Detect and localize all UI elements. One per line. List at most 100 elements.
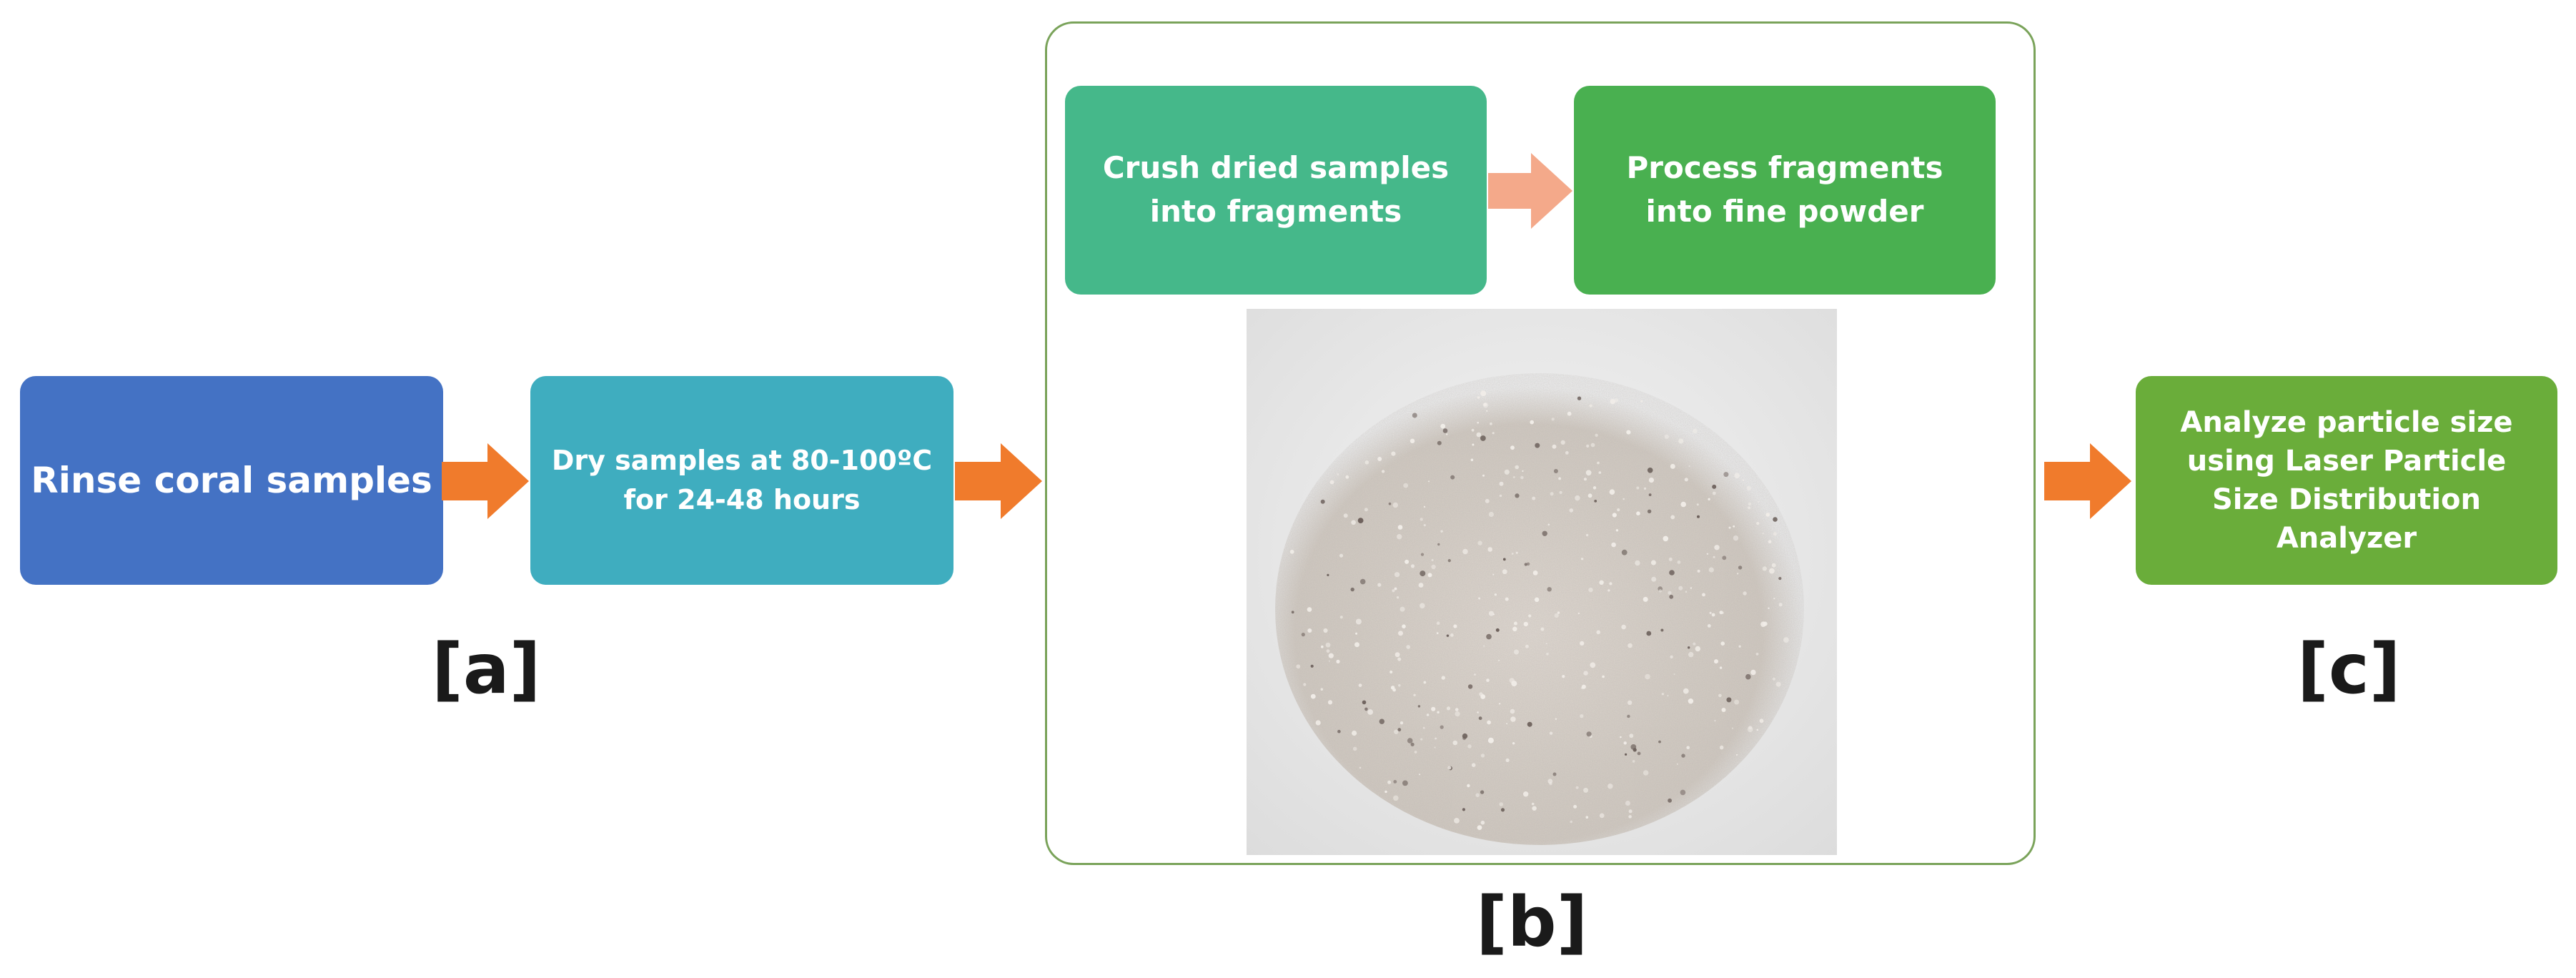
powder-grain bbox=[1511, 553, 1514, 555]
powder-grain bbox=[1696, 503, 1699, 506]
powder-grain bbox=[1310, 693, 1316, 699]
powder-grain bbox=[1629, 734, 1634, 739]
powder-grain bbox=[1778, 577, 1782, 581]
powder-grain bbox=[1506, 723, 1508, 725]
powder-grain bbox=[1446, 706, 1451, 711]
powder-grain bbox=[1583, 787, 1589, 793]
powder-grain bbox=[1467, 744, 1472, 749]
powder-grain bbox=[1307, 607, 1312, 612]
powder-grain bbox=[1651, 576, 1657, 582]
powder-grain bbox=[1756, 728, 1759, 731]
step-dry: Dry samples at 80-100ºC for 24-48 hours bbox=[530, 376, 953, 585]
powder-grain bbox=[1398, 684, 1401, 687]
powder-grain bbox=[1681, 754, 1685, 758]
powder-grain bbox=[1670, 515, 1675, 520]
powder-grain bbox=[1748, 506, 1751, 510]
powder-grain bbox=[1480, 820, 1485, 825]
step-crush: Crush dried samples into fragments bbox=[1065, 86, 1487, 295]
powder-grain bbox=[1549, 731, 1553, 735]
powder-grain bbox=[1685, 591, 1688, 593]
powder-grain bbox=[1315, 720, 1321, 726]
powder-grain bbox=[1488, 511, 1494, 518]
powder-grain bbox=[1542, 530, 1547, 536]
powder-grain bbox=[1488, 611, 1494, 616]
powder-grain bbox=[1746, 485, 1751, 491]
powder-grain bbox=[1778, 603, 1783, 607]
coral-powder-photo bbox=[1247, 309, 1837, 855]
powder-grain bbox=[1737, 573, 1739, 575]
powder-grain bbox=[1748, 502, 1751, 506]
powder-grain bbox=[1670, 463, 1675, 469]
powder-grain bbox=[1442, 428, 1448, 433]
powder-grain bbox=[1431, 564, 1436, 570]
powder-grain bbox=[1499, 802, 1503, 806]
powder-grain bbox=[1609, 582, 1613, 586]
powder-grain bbox=[1607, 589, 1610, 592]
powder-grain bbox=[1492, 432, 1495, 435]
powder-grain bbox=[1648, 493, 1652, 496]
powder-grain bbox=[1658, 589, 1662, 593]
powder-grain bbox=[1437, 543, 1440, 546]
powder-grain bbox=[1505, 597, 1509, 601]
powder-grain bbox=[1414, 751, 1417, 754]
step-process-label: Process fragments into fine powder bbox=[1626, 150, 1943, 229]
powder-grain bbox=[1420, 518, 1423, 521]
powder-grain bbox=[1693, 428, 1698, 434]
powder-grain bbox=[1756, 522, 1760, 525]
powder-grain bbox=[1718, 693, 1722, 698]
powder-grain bbox=[1589, 404, 1592, 408]
powder-grain bbox=[1697, 515, 1700, 518]
powder-grain bbox=[1487, 737, 1494, 744]
powder-grain bbox=[1695, 646, 1700, 652]
powder-grain bbox=[1435, 737, 1437, 740]
powder-grain bbox=[1402, 624, 1406, 628]
powder-grain bbox=[1677, 560, 1681, 564]
powder-grain bbox=[1504, 469, 1510, 475]
powder-grain bbox=[1350, 587, 1354, 592]
powder-grain bbox=[1323, 628, 1328, 633]
powder-grain bbox=[1487, 547, 1492, 552]
powder-grain bbox=[1520, 475, 1524, 480]
powder-grain bbox=[1462, 808, 1465, 811]
powder-grain bbox=[1492, 613, 1495, 616]
powder-grain bbox=[1733, 525, 1735, 528]
powder-grain bbox=[1609, 489, 1615, 495]
powder-grain bbox=[1735, 754, 1738, 756]
powder-grain bbox=[1575, 786, 1579, 789]
powder-grain bbox=[1587, 493, 1592, 498]
powder-grain bbox=[1627, 714, 1630, 718]
powder-grain bbox=[1569, 508, 1574, 513]
powder-grain bbox=[1769, 568, 1775, 574]
powder-grain bbox=[1420, 738, 1423, 741]
powder-grain bbox=[1339, 553, 1344, 558]
powder-grain bbox=[1405, 559, 1410, 564]
powder-grain bbox=[1393, 795, 1399, 801]
powder-grain bbox=[1676, 763, 1678, 765]
powder-grain bbox=[1714, 719, 1716, 722]
arrow-group-to-analyze-icon bbox=[2044, 443, 2131, 519]
powder-grain bbox=[1502, 558, 1506, 561]
powder-grain bbox=[1480, 390, 1487, 397]
powder-grain bbox=[1471, 428, 1475, 432]
powder-grain bbox=[1680, 789, 1686, 796]
powder-grain bbox=[1558, 477, 1561, 480]
powder-grain bbox=[1755, 653, 1759, 656]
powder-grain bbox=[1328, 653, 1334, 658]
powder-grain bbox=[1713, 555, 1715, 558]
powder-grain bbox=[1621, 549, 1628, 555]
powder-grain bbox=[1327, 700, 1333, 705]
powder-grain bbox=[1453, 624, 1457, 628]
powder-grain bbox=[1667, 695, 1669, 697]
powder-grain bbox=[1547, 587, 1552, 592]
powder-grain bbox=[1590, 662, 1596, 668]
powder-grain bbox=[1419, 774, 1421, 776]
powder-grain bbox=[1480, 754, 1485, 758]
powder-grain bbox=[1410, 742, 1415, 746]
powder-grain bbox=[1410, 564, 1415, 568]
powder-grain bbox=[1645, 673, 1650, 680]
powder-grain bbox=[1412, 413, 1417, 418]
powder-grain bbox=[1423, 681, 1427, 684]
powder-grain bbox=[1417, 705, 1421, 708]
powder-specks bbox=[1289, 390, 1789, 830]
powder-grain bbox=[1471, 763, 1476, 767]
